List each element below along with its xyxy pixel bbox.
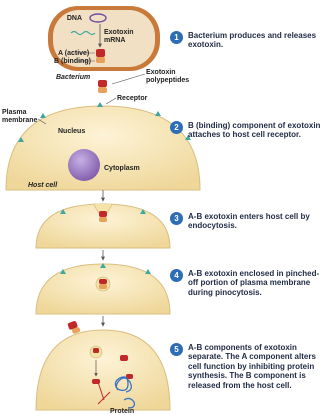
label-host-cell: Host cell xyxy=(28,182,58,189)
label-exotoxin-mrna-line2: mRNA xyxy=(104,37,125,44)
step-4-text: A-B exotoxin enclosed in pinched-off por… xyxy=(188,269,322,297)
label-receptor: Receptor xyxy=(117,95,148,102)
nucleus-icon xyxy=(68,149,100,181)
label-plasma-membrane-line1: Plasma xyxy=(2,109,27,116)
label-exotoxin-polypeptides: Exotoxin polypeptides xyxy=(146,69,189,84)
label-plasma-membrane-line2: membrane xyxy=(2,117,38,124)
label-b-binding: B (binding) xyxy=(54,58,91,65)
label-exotoxin-polypeptides-line1: Exotoxin xyxy=(146,69,176,76)
host-cell-step2 xyxy=(6,94,200,190)
label-a-active: A (active) xyxy=(58,50,89,57)
step-1-text: Bacterium produces and releases exotoxin… xyxy=(188,31,322,50)
step-1: 1 Bacterium produces and releases exotox… xyxy=(170,31,322,50)
step-3-text: A-B exotoxin enters host cell by endocyt… xyxy=(188,212,322,231)
step-2-text: B (binding) component of exotoxin attach… xyxy=(188,121,322,140)
step-5: 5 A-B components of exotoxin separate. T… xyxy=(170,343,322,390)
label-plasma-membrane: Plasma membrane xyxy=(2,109,38,124)
step-5-text: A-B components of exotoxin separate. The… xyxy=(188,343,322,390)
step-4-badge: 4 xyxy=(170,269,183,282)
label-exotoxin-polypeptides-line2: polypeptides xyxy=(146,77,189,84)
host-cell-step4 xyxy=(36,263,170,314)
label-cytoplasm: Cytoplasm xyxy=(104,165,140,172)
released-exotoxin-icon xyxy=(98,80,107,93)
step-2: 2 B (binding) component of exotoxin atta… xyxy=(170,121,322,140)
label-protein: Protein xyxy=(110,408,134,415)
exotoxin-in-bacterium-icon xyxy=(96,49,105,63)
label-exotoxin-mrna-line1: Exotoxin xyxy=(104,29,134,36)
host-cell-step5 xyxy=(36,320,170,410)
released-b-component-icon xyxy=(67,320,81,334)
step-4: 4 A-B exotoxin enclosed in pinched-off p… xyxy=(170,269,322,297)
label-dna: DNA xyxy=(67,15,82,22)
step-1-badge: 1 xyxy=(170,31,183,44)
step-5-badge: 5 xyxy=(170,343,183,356)
step-2-badge: 2 xyxy=(170,121,183,134)
step-3: 3 A-B exotoxin enters host cell by endoc… xyxy=(170,212,322,231)
host-cell-step3 xyxy=(36,204,170,248)
label-bacterium: Bacterium xyxy=(56,74,90,81)
label-nucleus: Nucleus xyxy=(58,128,85,135)
step-3-badge: 3 xyxy=(170,212,183,225)
